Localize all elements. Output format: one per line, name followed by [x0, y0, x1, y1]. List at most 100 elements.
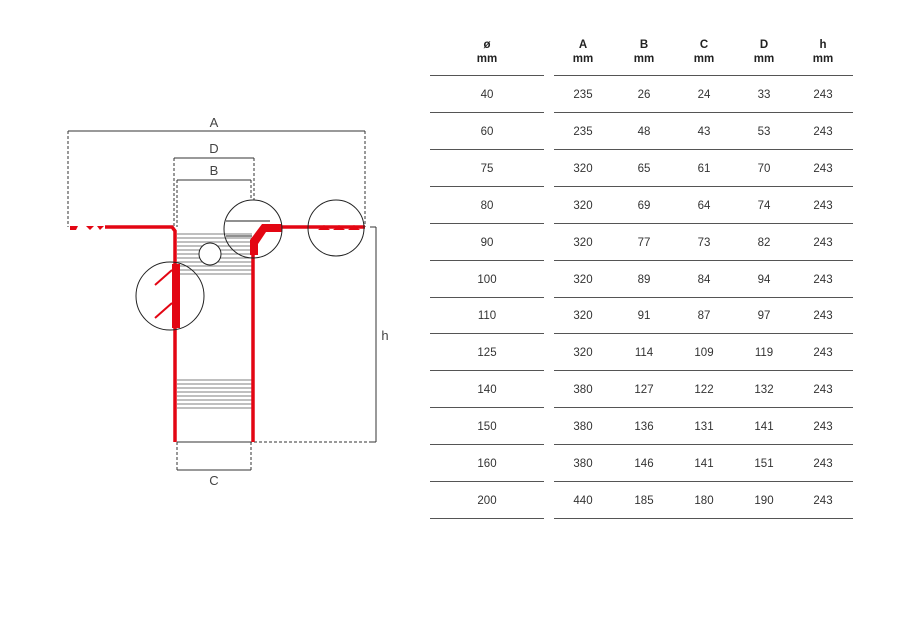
- table-cell: 150: [477, 421, 497, 434]
- table-cell: 380: [573, 384, 593, 397]
- table-cell: 320: [573, 236, 593, 249]
- header-unit: mm: [753, 53, 775, 65]
- table-cell: 160: [477, 458, 497, 470]
- table-cell: 60: [480, 125, 494, 138]
- table-cell: 43: [697, 125, 711, 138]
- table-cell: 77: [637, 236, 651, 249]
- table-cell: 84: [697, 273, 711, 286]
- table-cell: 243: [813, 162, 833, 175]
- label-c: C: [209, 473, 218, 488]
- row-divider: [430, 481, 544, 482]
- table-cell: 132: [754, 384, 774, 397]
- row-divider: [430, 148, 544, 150]
- row-divider: [430, 75, 544, 76]
- label-a: A: [210, 115, 219, 130]
- header-symbol: D: [759, 39, 769, 51]
- row-divider: [554, 481, 853, 482]
- row-divider: [430, 112, 544, 113]
- row-divider: [430, 517, 544, 519]
- table-cell: 380: [573, 458, 593, 470]
- table-cell: 109: [694, 347, 714, 360]
- table-cell: 131: [694, 421, 714, 434]
- table-cell: 75: [480, 162, 494, 175]
- table-cell: 53: [757, 125, 771, 138]
- table-cell: 90: [480, 236, 494, 249]
- table-cell: 24: [697, 89, 711, 101]
- table-cell: 243: [813, 199, 833, 212]
- table-cell: 320: [573, 162, 593, 175]
- header-symbol: A: [578, 39, 588, 51]
- table-cell: 87: [697, 310, 711, 323]
- row-divider: [554, 296, 853, 298]
- row-divider: [554, 333, 853, 335]
- table-cell: 122: [694, 384, 714, 397]
- row-divider: [430, 185, 544, 187]
- row-divider: [430, 259, 544, 261]
- table-cell: 146: [634, 458, 654, 470]
- label-b: B: [210, 163, 219, 178]
- table-cell: 440: [573, 494, 593, 507]
- table-cell: 140: [477, 384, 497, 397]
- header-symbol: C: [699, 39, 709, 51]
- table-cell: 80: [480, 199, 494, 212]
- table-cell: 243: [813, 125, 833, 138]
- pipe-body: [105, 225, 365, 442]
- column-header: h mm: [793, 38, 853, 66]
- table-cell: 69: [637, 199, 651, 212]
- table-cell: 74: [757, 199, 771, 212]
- table-cell: 33: [757, 89, 771, 101]
- label-h: h: [381, 328, 388, 343]
- detail-circle-collar: [223, 199, 283, 259]
- row-divider: [554, 517, 853, 519]
- row-divider: [430, 407, 544, 409]
- table-cell: 64: [697, 199, 711, 212]
- table-cell: 100: [477, 273, 497, 286]
- row-divider: [554, 444, 853, 446]
- table-cell: 97: [757, 310, 771, 323]
- table-cell: 320: [573, 310, 593, 323]
- row-divider: [430, 370, 544, 372]
- table-cell: 243: [813, 421, 833, 434]
- table-cell: 243: [813, 273, 833, 286]
- thread-hatching: [177, 233, 252, 409]
- table-cell: 125: [477, 347, 497, 360]
- header-symbol: h: [819, 39, 827, 51]
- pipe-flange-diagram: A D B C h: [67, 115, 389, 488]
- table-cell: 243: [813, 310, 833, 323]
- table-cell: 40: [480, 89, 494, 101]
- table-cell: 185: [634, 494, 654, 507]
- detail-circle-small: [198, 242, 222, 266]
- table-cell: 114: [634, 347, 654, 360]
- header-symbol: B: [639, 39, 649, 51]
- row-divider: [430, 296, 544, 298]
- table-cell: 141: [754, 421, 774, 434]
- table-cell: 235: [573, 125, 593, 138]
- row-divider: [554, 112, 853, 113]
- table-cell: 243: [813, 458, 833, 470]
- table-cell: 48: [637, 125, 651, 138]
- table-cell: 110: [477, 310, 497, 323]
- row-divider: [554, 259, 853, 261]
- label-d: D: [209, 141, 218, 156]
- header-unit: mm: [812, 53, 834, 65]
- row-divider: [554, 407, 853, 409]
- row-divider: [554, 75, 853, 76]
- table-cell: 320: [573, 347, 593, 360]
- header-unit: mm: [572, 53, 594, 65]
- detail-circle-wall: [135, 261, 205, 331]
- table-cell: 94: [757, 273, 771, 286]
- row-divider: [430, 222, 544, 224]
- header-unit: mm: [633, 53, 655, 65]
- table-cell: 141: [694, 458, 714, 470]
- table-cell: 190: [754, 494, 774, 507]
- row-divider: [554, 148, 853, 150]
- detail-circle-seal: [307, 199, 365, 257]
- table-cell: 243: [813, 384, 833, 397]
- row-divider: [430, 444, 544, 446]
- table-cell: 243: [813, 347, 833, 360]
- table-cell: 26: [637, 89, 651, 101]
- header-unit: mm: [476, 53, 498, 65]
- header-unit: mm: [693, 53, 715, 65]
